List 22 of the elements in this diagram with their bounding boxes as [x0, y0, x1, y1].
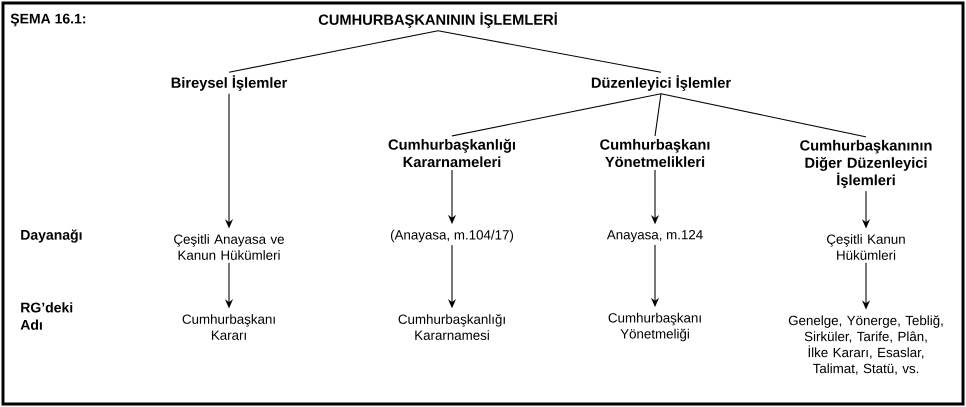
connector-line	[438, 30, 662, 73]
connector-line	[654, 94, 662, 136]
name-text: Genelge, Yönerge, Tebliğ, Sirküler, Tarife, Plân, İlke Kararı, Esaslar, Talimat, Statü, vs.	[788, 315, 943, 375]
row-label: RG’deki Adı	[20, 302, 72, 330]
basis-text: Çeşitli Kanun Hükümleri	[827, 234, 905, 260]
basis-text: (Anayasa, m.104/17)	[390, 230, 514, 242]
diagram-title: CUMHURBAŞKANININ İŞLEMLERİ	[318, 12, 557, 28]
connector-line	[452, 93, 662, 136]
subcategory-heading: Cumhurbaşkanı Yönetmelikleri	[600, 138, 710, 168]
subcategory-heading: Cumhurbaşkanlığı Kararnameleri	[388, 138, 515, 168]
name-text: Cumhurbaşkanı Yönetmeliği	[608, 312, 701, 342]
name-text: Cumhurbaşkanı Kararı	[182, 314, 275, 340]
figure-number: ŞEMA 16.1:	[10, 14, 86, 26]
basis-text: Anayasa, m.124	[606, 230, 703, 242]
subcategory-heading: Cumhurbaşkanının Diğer Düzenleyici İşlemleri	[800, 140, 932, 188]
category-heading: Düzenleyici İşlemler	[592, 75, 731, 91]
connector-line	[228, 30, 438, 73]
name-text: Cumhurbaşkanlığı Kararnamesi	[398, 314, 505, 340]
row-label: Dayanağı	[21, 229, 82, 243]
basis-text: Çeşitli Anayasa ve Kanun Hükümleri	[174, 234, 284, 260]
connector-line	[660, 93, 866, 138]
category-heading: Bireysel İşlemler	[172, 75, 288, 91]
